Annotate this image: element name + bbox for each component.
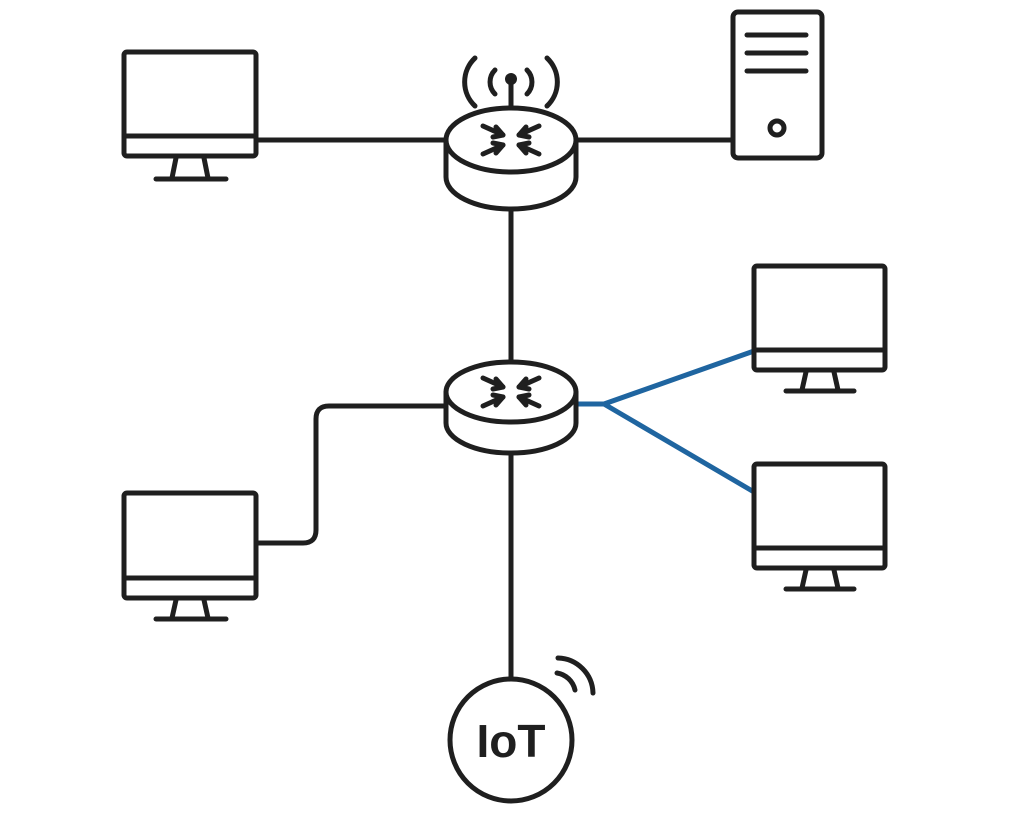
iot-device-icon: IoT — [447, 676, 575, 804]
router-top — [443, 55, 579, 212]
server — [730, 9, 825, 161]
monitor-right-top — [751, 263, 888, 394]
iot-device: IoT — [447, 655, 596, 804]
monitor-icon — [751, 263, 888, 394]
server-tower-icon — [730, 9, 825, 161]
iot-wireless-signal-icon — [554, 655, 596, 696]
router-middle — [443, 359, 579, 456]
monitor-right-bottom — [751, 461, 888, 592]
iot-label: IoT — [477, 715, 546, 767]
link-monitor-bottom-left-to-router-middle — [253, 403, 449, 546]
connections — [253, 137, 757, 683]
wireless-link-router-middle-to-monitor-right-top — [575, 348, 757, 407]
router-icon — [443, 359, 579, 456]
monitor-icon — [121, 490, 259, 622]
wireless-signal-icon — [462, 55, 560, 115]
monitor-icon — [121, 49, 259, 182]
monitor-top-left — [121, 49, 259, 182]
router-icon — [443, 105, 579, 212]
monitor-bottom-left — [121, 490, 259, 622]
wireless-link-router-middle-to-monitor-right-bottom — [601, 401, 757, 495]
monitor-icon — [751, 461, 888, 592]
